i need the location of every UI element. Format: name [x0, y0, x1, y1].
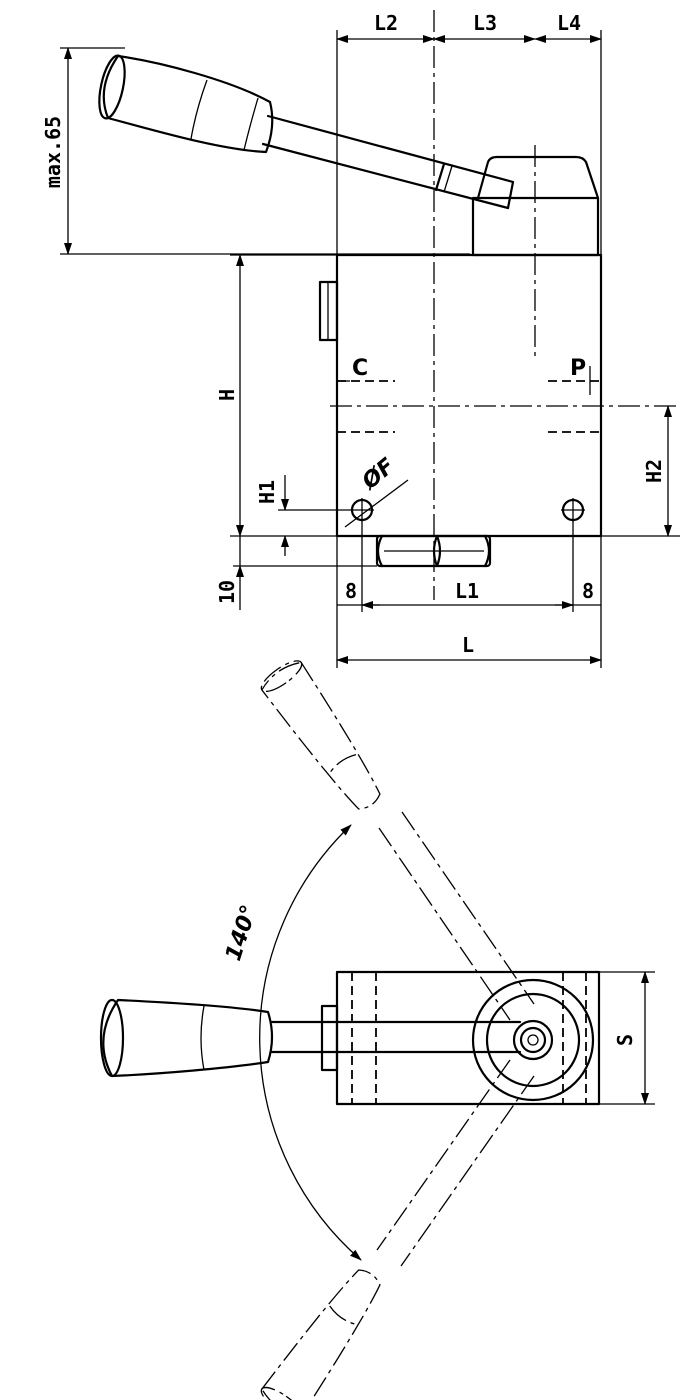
- label-l1: L1: [455, 579, 479, 603]
- label-angle: 140°: [221, 902, 262, 964]
- label-port-p: P: [570, 356, 586, 381]
- lever-shaft-end: [506, 180, 515, 210]
- head-inner-circle: [485, 992, 581, 1088]
- top-view: S: [99, 660, 655, 1400]
- label-l: L: [462, 633, 474, 657]
- angle-arc: [259, 824, 362, 1261]
- label-phi-f: ØF: [356, 454, 399, 496]
- label-h1: H1: [255, 480, 279, 504]
- port-p-hidden: [548, 366, 601, 433]
- mounting-hole-left: [350, 498, 374, 522]
- bottom-fitting: [375, 534, 492, 568]
- label-h2: H2: [642, 459, 666, 483]
- label-8-right: 8: [582, 579, 594, 603]
- label-10: 10: [215, 580, 239, 604]
- front-view: L2 L3 L4 max.65: [41, 10, 680, 668]
- side-plug: [320, 1004, 339, 1072]
- lever-shaft: [261, 142, 510, 210]
- head-outer-circle: [471, 978, 595, 1102]
- lever-shaft: [266, 114, 515, 184]
- nut-inner: [519, 1026, 547, 1054]
- lever-head-cap: [476, 155, 600, 200]
- mounting-hole-right: [561, 498, 585, 522]
- lever-lower-position: [260, 1059, 535, 1400]
- label-8-left: 8: [345, 579, 357, 603]
- lever-collar: [434, 162, 446, 192]
- lever-upper-position: [260, 660, 535, 1021]
- valve-body: [335, 253, 603, 538]
- lever-center-position: [99, 998, 522, 1078]
- label-l4: L4: [557, 11, 581, 35]
- port-c-hidden: [337, 380, 395, 433]
- label-max65: max.65: [41, 116, 65, 188]
- label-s: S: [613, 1034, 637, 1046]
- nut-center: [527, 1034, 539, 1046]
- lever-handle: [98, 54, 274, 154]
- label-l3: L3: [473, 11, 497, 35]
- nut-outer: [512, 1019, 554, 1061]
- lever-collar: [443, 165, 453, 193]
- label-l2: L2: [374, 11, 398, 35]
- label-port-c: C: [352, 356, 368, 381]
- leader-phi-f: [344, 479, 409, 528]
- label-h: H: [215, 389, 239, 401]
